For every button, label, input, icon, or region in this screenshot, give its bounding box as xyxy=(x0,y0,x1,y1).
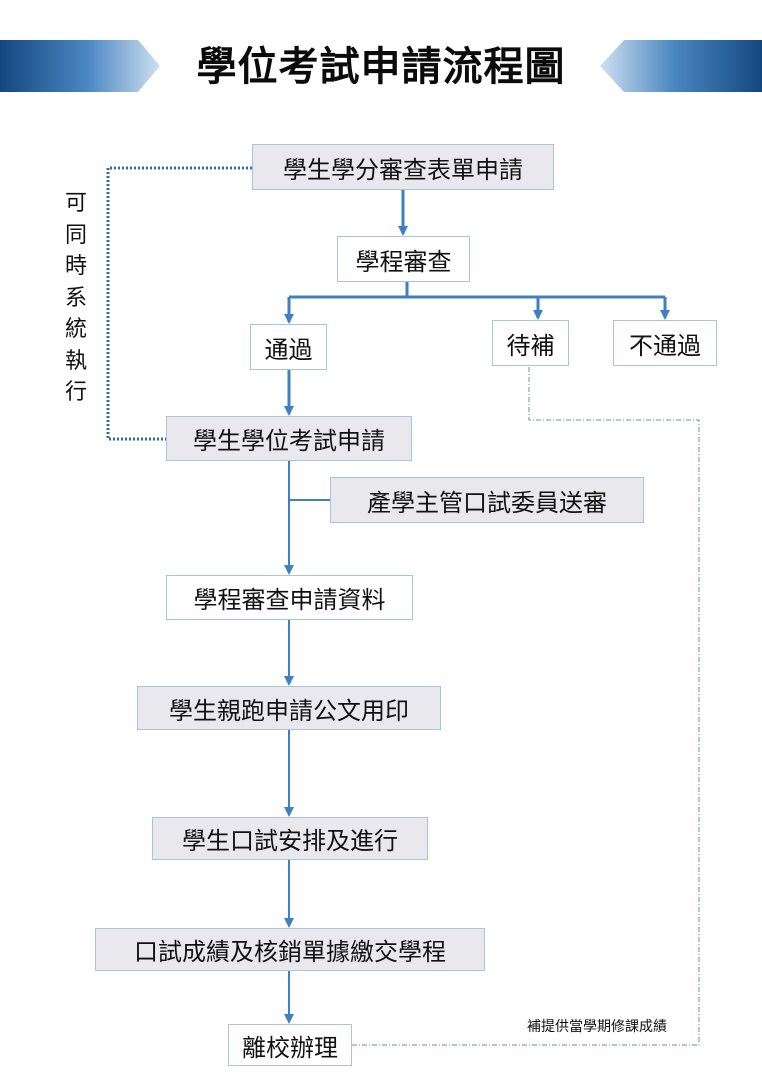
node-label: 學生學分審查表單申請 xyxy=(283,155,523,184)
node-label: 學生學位考試申請 xyxy=(193,427,385,455)
concurrent-note-char: 行 xyxy=(64,380,87,405)
banner-right-arrow xyxy=(600,40,762,92)
title-banner xyxy=(0,40,762,92)
page-title: 學位考試申請流程圖 xyxy=(196,44,566,90)
node-label: 學程審查 xyxy=(355,247,452,276)
concurrent-note-char: 時 xyxy=(64,254,87,279)
node-official-seal: 學生親跑申請公文用印 xyxy=(137,686,441,730)
node-label: 離校辦理 xyxy=(242,1033,338,1062)
node-program-review-materials: 學程審查申請資料 xyxy=(166,575,413,620)
node-label: 學生口試安排及進行 xyxy=(182,827,398,855)
concurrent-note-char: 可 xyxy=(64,191,87,216)
node-pass: 通過 xyxy=(250,324,327,370)
concurrent-note: 可 同 時 系 統 執 行 xyxy=(62,188,90,409)
node-credit-review-form: 學生學分審查表單申請 xyxy=(252,144,554,190)
concurrent-note-char: 同 xyxy=(64,222,87,248)
node-fail: 不通過 xyxy=(613,320,717,366)
supplement-note: 補提供當學期修課成績 xyxy=(527,1019,667,1035)
node-program-review: 學程審查 xyxy=(337,236,470,282)
node-label: 不通過 xyxy=(629,331,701,360)
node-label: 學程審查申請資料 xyxy=(193,586,386,614)
node-exam-arrangement: 學生口試安排及進行 xyxy=(152,817,428,860)
concurrent-note-char: 執 xyxy=(64,348,87,374)
node-committee-submission: 產學主管口試委員送審 xyxy=(330,477,644,523)
concurrent-note-char: 系 xyxy=(64,285,87,311)
node-label: 學生親跑申請公文用印 xyxy=(169,696,409,725)
node-leave-school: 離校辦理 xyxy=(228,1024,352,1066)
concurrent-note-char: 統 xyxy=(64,317,87,342)
node-label: 口試成績及核銷單據繳交學程 xyxy=(134,938,446,966)
dashdot-pending-link xyxy=(352,367,700,1046)
dotted-concurrent-link xyxy=(106,166,252,441)
node-submit-scores: 口試成績及核銷單據繳交學程 xyxy=(95,928,485,971)
banner-left-arrow xyxy=(0,40,160,92)
node-pending: 待補 xyxy=(492,320,569,366)
node-label: 通過 xyxy=(264,335,313,364)
node-degree-exam-application: 學生學位考試申請 xyxy=(166,416,412,461)
node-label: 產學主管口試委員送審 xyxy=(367,488,607,517)
node-label: 待補 xyxy=(506,331,555,360)
